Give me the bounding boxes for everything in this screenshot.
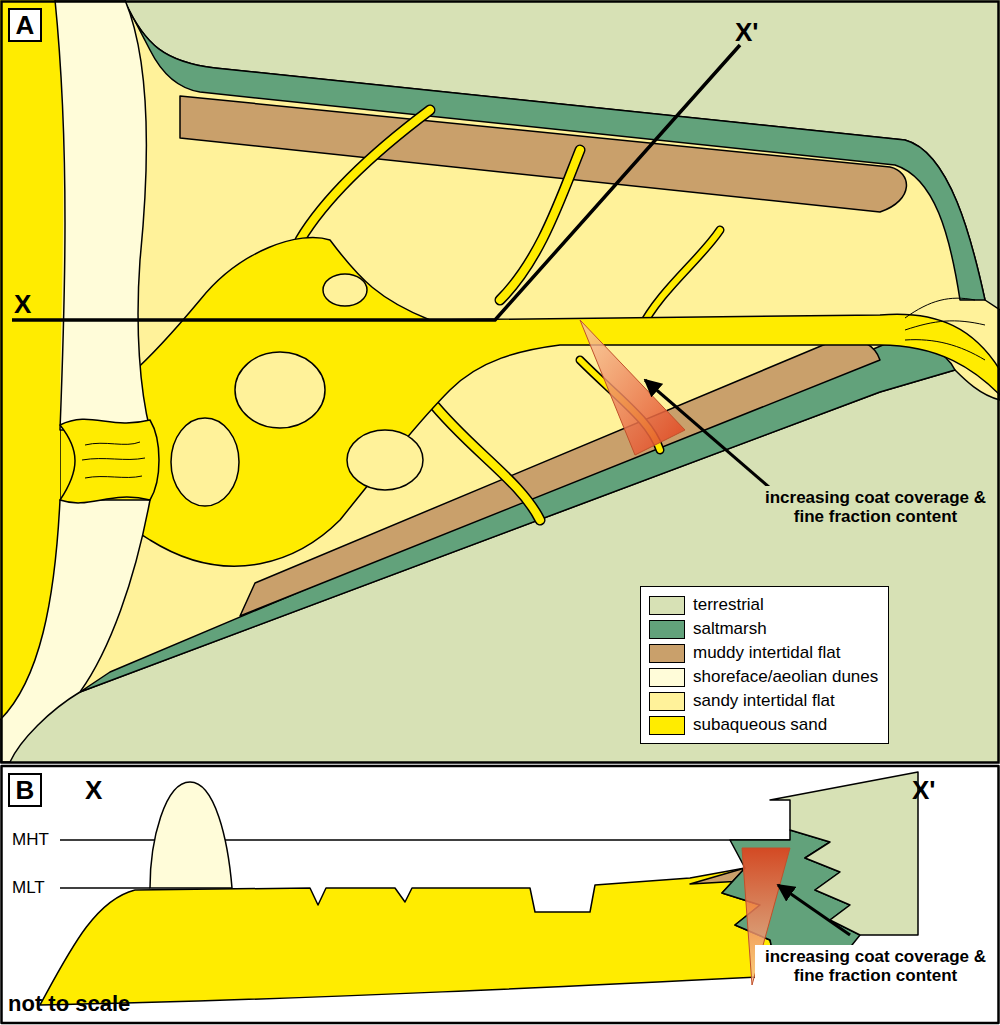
legend-row: subaqueous sand (649, 713, 878, 737)
legend-box: terrestrial saltmarsh muddy intertidal fla… (640, 586, 889, 744)
legend-swatch (649, 644, 685, 663)
legend-text: saltmarsh (693, 619, 767, 639)
section-end-label: X' (912, 776, 936, 805)
tide-level-label: MHT (12, 830, 49, 849)
legend-swatch (649, 716, 685, 735)
legend-text: subaqueous sand (693, 715, 827, 735)
legend-row: saltmarsh (649, 617, 878, 641)
panel-a-map (0, 0, 1000, 762)
panel-letter-box: A (8, 8, 42, 42)
legend-row: terrestrial (649, 593, 878, 617)
legend-swatch (649, 620, 685, 639)
legend-text: muddy intertidal flat (693, 643, 840, 663)
panel-frame (2, 2, 999, 763)
legend-text: sandy intertidal flat (693, 691, 835, 711)
legend-row: sandy intertidal flat (649, 689, 878, 713)
legend-swatch (649, 692, 685, 711)
section-end-label: X (14, 290, 31, 319)
scale-note: not to scale (8, 992, 130, 1017)
panel-letter: B (16, 777, 35, 803)
legend-swatch (649, 596, 685, 615)
callout-note: increasing coat coverage & fine fraction… (755, 945, 996, 987)
section-end-label: X' (735, 18, 759, 47)
callout-note: increasing coat coverage & fine fraction… (755, 486, 996, 528)
panel-letter: A (16, 12, 35, 38)
legend-row: shoreface/aeolian dunes (649, 665, 878, 689)
panel-letter-box: B (8, 773, 42, 807)
legend-row: muddy intertidal flat (649, 641, 878, 665)
legend-text: shoreface/aeolian dunes (693, 667, 878, 687)
tide-level-label: MLT (12, 878, 45, 897)
legend-text: terrestrial (693, 595, 764, 615)
section-end-label: X (85, 776, 102, 805)
panel-b-section (2, 766, 999, 1023)
legend-swatch (649, 668, 685, 687)
